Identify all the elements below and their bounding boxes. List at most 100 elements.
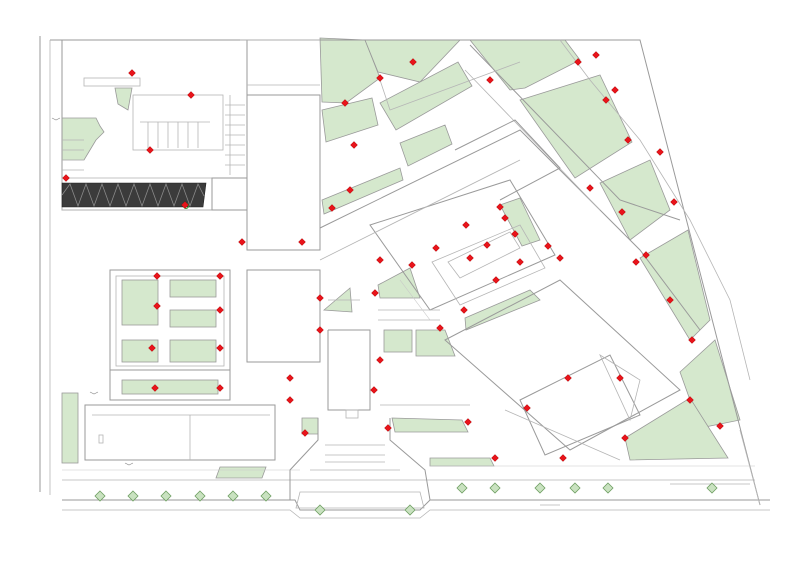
marker: [181, 201, 189, 209]
hatched-stair: [61, 182, 207, 208]
diamond-planter: [456, 482, 468, 494]
marker: [462, 221, 470, 229]
marker: [350, 141, 358, 149]
marker: [148, 344, 156, 352]
marker: [491, 454, 499, 462]
marker: [146, 146, 154, 154]
planting-bed: [121, 379, 219, 395]
building-outline: [84, 404, 276, 461]
tick-marks: [51, 117, 134, 466]
building-outline: [246, 94, 321, 251]
marker: [511, 230, 519, 238]
marker: [523, 404, 531, 412]
marker: [187, 91, 195, 99]
planting-bed: [321, 167, 404, 215]
marker: [316, 294, 324, 302]
building-outline: [246, 269, 321, 363]
marker: [624, 136, 632, 144]
marker: [153, 272, 161, 280]
marker: [501, 214, 509, 222]
marker: [611, 86, 619, 94]
diamond-planters: [94, 482, 718, 516]
street-edge: [62, 499, 770, 511]
planting-bed: [624, 397, 729, 461]
planting-bed: [639, 229, 711, 341]
marker: [128, 69, 136, 77]
planting-bed: [499, 197, 541, 247]
marker: [621, 434, 629, 442]
planting-bed: [215, 466, 267, 479]
marker: [618, 208, 626, 216]
marker: [238, 238, 246, 246]
planting-bed: [399, 124, 453, 167]
marker: [544, 242, 552, 250]
marker: [686, 396, 694, 404]
planting-bed: [377, 267, 421, 299]
marker: [602, 96, 610, 104]
diamond-planter: [404, 504, 416, 516]
diamond-planter: [160, 490, 172, 502]
marker: [460, 306, 468, 314]
marker: [436, 324, 444, 332]
planting-bed: [383, 329, 413, 353]
marker: [286, 396, 294, 404]
diamond-planter: [706, 482, 718, 494]
marker: [62, 174, 70, 182]
marker: [376, 256, 384, 264]
marker: [153, 302, 161, 310]
marker: [216, 306, 224, 314]
diamond-planter: [569, 482, 581, 494]
marker: [432, 244, 440, 252]
planting-bed: [121, 339, 159, 363]
diamond-planter: [194, 490, 206, 502]
marker: [464, 418, 472, 426]
marker: [286, 374, 294, 382]
planting-bed: [169, 339, 217, 363]
plan-linework: [39, 36, 770, 519]
marker: [592, 51, 600, 59]
diamond-planter: [534, 482, 546, 494]
marker: [376, 356, 384, 364]
diamond-planter: [227, 490, 239, 502]
planting-bed: [379, 61, 473, 131]
diamond-planter: [94, 490, 106, 502]
building-outline: [369, 179, 556, 311]
marker: [301, 429, 309, 437]
marker: [216, 384, 224, 392]
planting-bed: [599, 159, 671, 241]
planting-bed: [391, 417, 469, 433]
marker: [516, 258, 524, 266]
planting-bed: [415, 329, 456, 357]
marker: [586, 184, 594, 192]
marker: [486, 76, 494, 84]
markers: [62, 51, 724, 462]
marker: [716, 422, 724, 430]
planting-bed: [321, 97, 379, 143]
marker: [298, 238, 306, 246]
marker: [316, 326, 324, 334]
diamond-planter: [314, 504, 326, 516]
marker: [408, 261, 416, 269]
stair-treads: [62, 95, 245, 175]
marker: [564, 374, 572, 382]
diamond-planter: [602, 482, 614, 494]
diamond-planter: [489, 482, 501, 494]
marker: [328, 204, 336, 212]
stair-hatch: [61, 182, 207, 209]
marker: [559, 454, 567, 462]
planting-bed: [114, 87, 133, 111]
marker: [346, 186, 354, 194]
marker: [556, 254, 564, 262]
marker: [632, 258, 640, 266]
planting-bed: [121, 279, 159, 326]
marker: [574, 58, 582, 66]
marker: [216, 344, 224, 352]
marker: [666, 296, 674, 304]
planting-bed: [429, 457, 495, 467]
marker: [151, 384, 159, 392]
planting-bed: [169, 279, 217, 298]
diamond-planter: [127, 490, 139, 502]
marker: [216, 272, 224, 280]
